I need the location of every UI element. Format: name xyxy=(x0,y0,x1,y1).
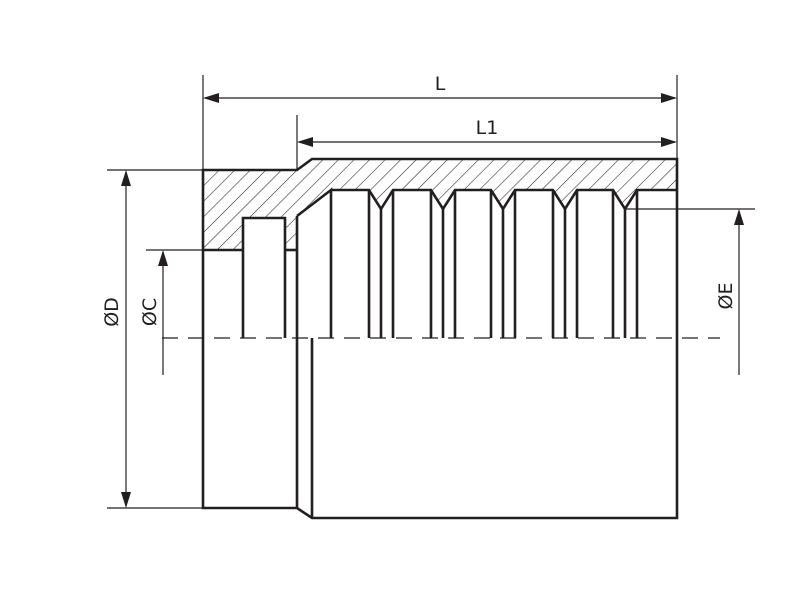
label-L: L xyxy=(435,73,446,95)
dimension-E xyxy=(625,208,755,375)
label-E: ØE xyxy=(715,283,737,310)
part-outline xyxy=(201,157,679,520)
label-L1: L1 xyxy=(476,117,499,139)
groove-lines xyxy=(367,190,639,338)
label-D: ØD xyxy=(101,297,123,327)
label-C: ØC xyxy=(139,298,161,326)
dimension-C xyxy=(146,249,203,375)
dimension-L1 xyxy=(296,115,677,170)
dimension-D xyxy=(107,169,203,509)
dimension-L xyxy=(202,75,678,170)
hatched-section xyxy=(203,159,677,250)
